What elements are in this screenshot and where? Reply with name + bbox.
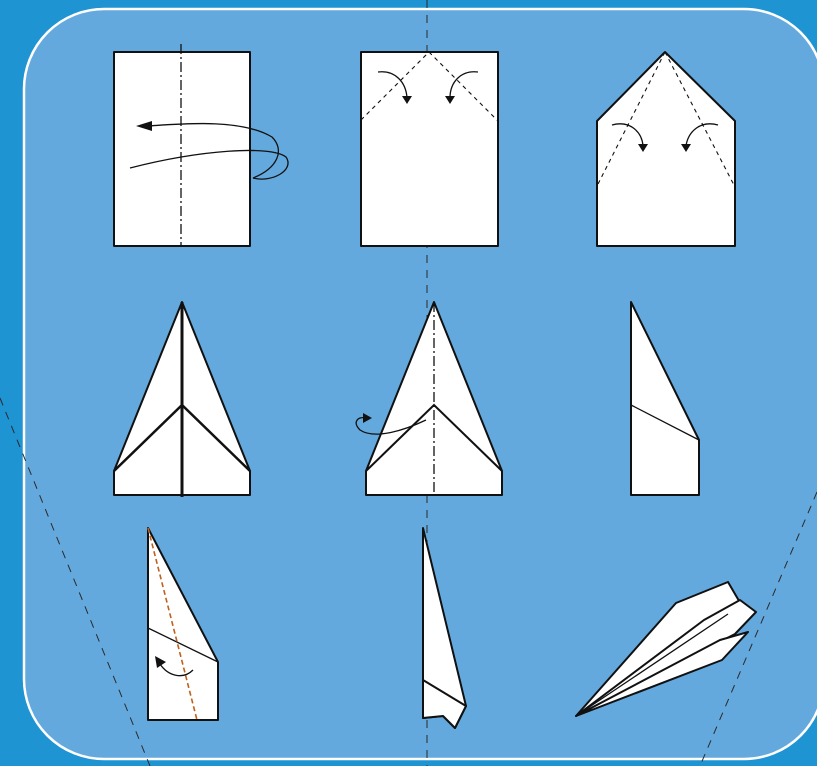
step-2-sheet [361, 52, 498, 246]
step-2 [361, 52, 498, 246]
step-1-sheet [114, 52, 250, 246]
